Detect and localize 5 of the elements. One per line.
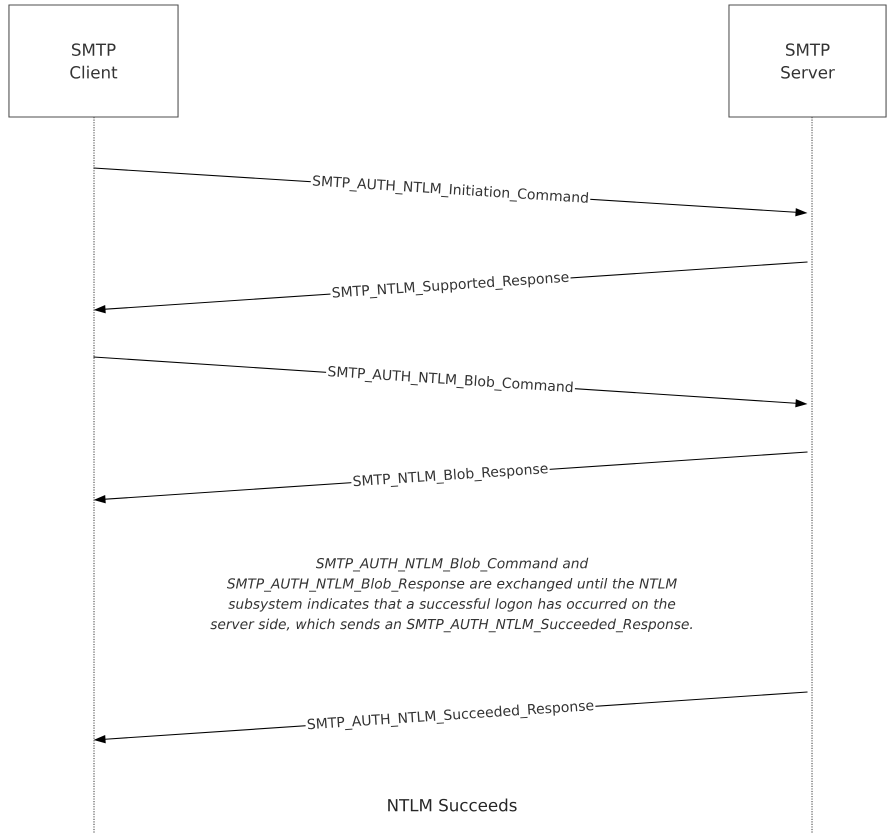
participant-box: SMTP Client [8, 4, 179, 118]
phase-label: NTLM Succeeds [388, 798, 517, 812]
participant-box: SMTP Server [728, 4, 887, 118]
note: SMTP_AUTH_NTLM_Blob_Command and SMTP_AUTH_NTLM_Blob_Response are exchanged until the NTLM subsystem indicates that a successful logon has occurred on the server side, which sends an SMTP_AUTH_NTLM_Succeeded_Response. [210, 558, 692, 632]
edge-label: SMTP_NTLM_Blob_Response [350, 461, 550, 491]
